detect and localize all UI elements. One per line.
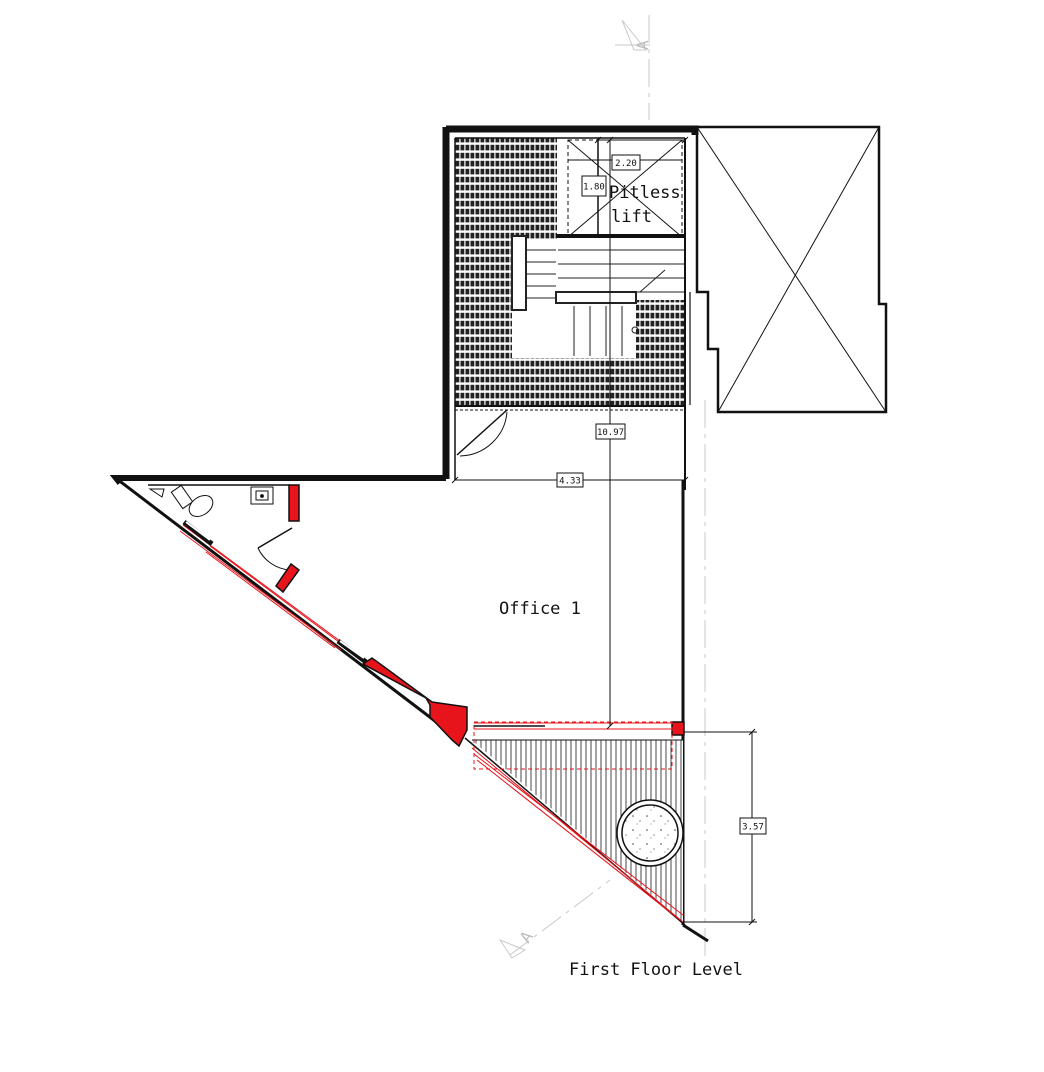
terrace-depth-dimension: 3.57 — [683, 728, 767, 926]
terrace — [471, 721, 684, 923]
wc-corner-mark — [148, 488, 165, 498]
glazing-diagonal — [179, 520, 368, 664]
drawing-title: First Floor Level — [569, 960, 743, 980]
wc-door — [257, 527, 293, 571]
lift-depth-label: 1.80 — [583, 183, 605, 193]
office-width-dimension: 4.33 — [451, 472, 689, 488]
overall-depth-label: 10.97 — [597, 428, 624, 438]
planter-icon — [616, 799, 684, 867]
core-door — [456, 409, 508, 457]
lift-label-line1: Pitless — [609, 183, 681, 203]
section-marker-top: A — [621, 19, 652, 51]
office-width-label: 4.33 — [559, 477, 581, 487]
lift-label-line2: lift — [611, 207, 652, 227]
adjacent-void — [689, 125, 888, 414]
lift-shaft: 1.80 2.20 Pitless lift — [556, 138, 685, 238]
existing-walls — [109, 125, 709, 943]
lift-width-label: 2.20 — [615, 159, 637, 169]
terrace-depth-label: 3.57 — [742, 823, 764, 833]
new-walls — [275, 484, 685, 748]
lift-width-dimension — [594, 136, 689, 144]
section-label-top: A — [633, 40, 652, 50]
office-room-label: Office 1 — [499, 599, 581, 619]
section-marker-bottom: A — [498, 927, 537, 959]
grid-guides — [509, 15, 706, 960]
staircase — [511, 235, 685, 356]
overall-depth-dimension: 10.97 — [595, 136, 626, 730]
section-label-bottom: A — [516, 927, 537, 946]
basin-icon — [250, 486, 274, 505]
toilet-icon — [170, 484, 214, 517]
